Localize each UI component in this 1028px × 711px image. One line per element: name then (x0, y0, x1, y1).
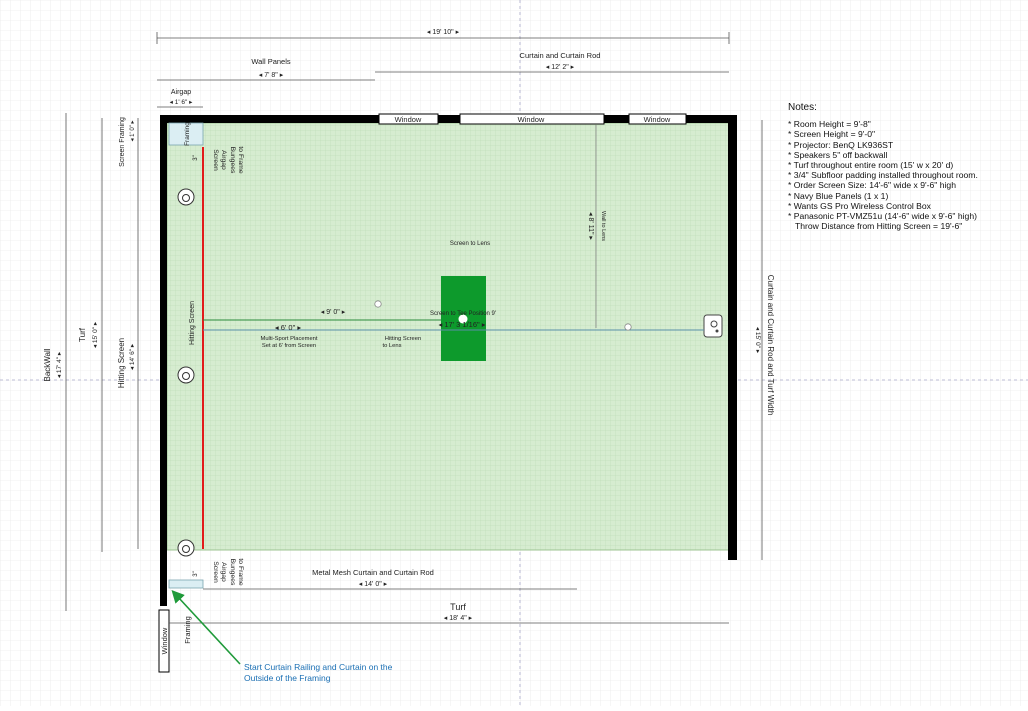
window-top-3-label: Window (644, 115, 671, 124)
screen-airgap-top-l3: Bungees (229, 147, 236, 174)
screen-airgap-bottom-l3: Bungees (229, 559, 236, 586)
note-item: * Speakers 5" off backwall (788, 149, 888, 160)
screen-framing-bottom (168, 579, 204, 589)
gap-bottom-value: 3" (193, 571, 199, 576)
framing-top-label: Framing (184, 122, 191, 146)
screen-airgap-bottom-l2: Airgap (220, 562, 227, 582)
screen-airgap-top-l1: Screen (212, 149, 219, 171)
screen-airgap-bottom-l4: to Frame (237, 558, 244, 585)
tee-position-marker (458, 314, 468, 324)
multisport-marker-1 (374, 300, 382, 308)
note-item: * Turf throughout entire room (15' w x 2… (788, 160, 954, 171)
turf-left-value: ◂ 15' 0" ▸ (92, 321, 99, 348)
curtain-rod-value: ◂ 12' 2" ▸ (546, 64, 575, 71)
mesh-curtain-value: ◂ 14' 0" ▸ (359, 581, 388, 588)
window-bottom (158, 609, 170, 673)
airgap-label: Airgap (171, 89, 191, 96)
right-width-label: Curtain and Curtain Rod and Turf Width (766, 275, 775, 416)
mesh-curtain-label: Metal Mesh Curtain and Curtain Rod (312, 568, 434, 577)
multisport-value: ◂ 6' 0" ▸ (275, 323, 301, 332)
hitting-screen-left-value: ◂ 14' 6" ▸ (129, 343, 136, 370)
curtain-rod-label: Curtain and Curtain Rod (520, 51, 601, 60)
backwall-value: ◂ 17' 4" ▸ (56, 351, 63, 378)
gap-top-value: 3" (193, 155, 199, 160)
framing-label: Framing (183, 616, 192, 644)
wall-panels-label: Wall Panels (251, 57, 291, 66)
notes-title: Notes: (788, 102, 817, 113)
top-wall (160, 115, 737, 123)
note-item: * Panasonic PT-VMZ51u (14'-6" wide x 9'-… (788, 211, 977, 222)
screen-to-tee-label: Screen to Tee Position 9' (430, 311, 496, 317)
turf-left-label: Turf (78, 327, 87, 342)
right-width-value: ◂ 15' 0" ▸ (754, 327, 761, 354)
window-bottom-label: Window (160, 627, 169, 654)
multisport-label-line2: Set at 6' from Screen (262, 343, 316, 349)
hitting-screen-vertical-label: Hitting Screen (189, 301, 196, 345)
multisport-marker-2 (624, 323, 632, 331)
screen-airgap-top-l4: to Frame (237, 146, 244, 173)
backwall-label: BackWall (43, 348, 52, 381)
window-top-1-label: Window (395, 115, 422, 124)
hitting-screen-left-label: Hitting Screen (117, 338, 126, 388)
window-top-2 (459, 113, 605, 125)
hitting-to-lens-label-line2: to Lens (382, 343, 401, 349)
annotation-line1: Start Curtain Railing and Curtain on the (244, 662, 393, 672)
screen-framing-label: Screen Framing (119, 117, 126, 167)
screen-framing-top (168, 122, 204, 146)
window-top-1 (378, 113, 439, 125)
screen-to-lens-value: ◂ 17' 3 1/16" ▸ (438, 320, 485, 329)
airgap-value: ◂ 1' 6" ▸ (170, 99, 193, 106)
tee-distance-value: ◂ 9' 0" ▸ (321, 309, 346, 316)
note-item: * 3/4" Subfloor padding installed throug… (788, 170, 978, 181)
wall-panels-value: ◂ 7' 8" ▸ (259, 72, 284, 79)
right-wall (728, 115, 737, 560)
note-item: * Wants GS Pro Wireless Control Box (788, 200, 931, 211)
wall-to-lens-value: ◂ 8' 11" ▸ (587, 212, 594, 240)
screen-airgap-top-l2: Airgap (220, 150, 227, 170)
speaker-icon-middle (177, 366, 195, 384)
note-item: Throw Distance from Hitting Screen = 19'… (788, 221, 963, 232)
overall-width-value: ◂ 19' 10" ▸ (427, 29, 460, 36)
note-item: * Room Height = 9'-8" (788, 119, 871, 130)
speaker-icon-bottom (177, 539, 195, 557)
annotation-arrow (171, 589, 241, 665)
note-item: * Order Screen Size: 14'-6" wide x 9'-6"… (788, 180, 956, 191)
speaker-icon-top (177, 188, 195, 206)
turf-bottom-label: Turf (450, 602, 466, 612)
screen-to-lens-label: Screen to Lens (450, 241, 490, 247)
annotation-line2: Outside of the Framing (244, 673, 331, 683)
projector-icon (703, 314, 723, 338)
note-item: * Projector: BenQ LK936ST (788, 139, 894, 150)
multisport-label-line1: Multi-Sport Placement (260, 336, 317, 342)
note-item: * Navy Blue Panels (1 x 1) (788, 190, 889, 201)
turf-bottom-value: ◂ 18' 4" ▸ (444, 615, 473, 622)
notes-panel: Notes: * Room Height = 9'-8" * Screen He… (788, 102, 978, 232)
screen-framing-value: ◂ 1' 0" ▸ (130, 121, 136, 142)
wall-to-lens-label: Wall to Lens (600, 211, 606, 241)
note-item: * Screen Height = 9'-0" (788, 129, 876, 140)
hitting-to-lens-label-line1: Hitting Screen (385, 336, 421, 342)
left-wall (160, 115, 167, 606)
window-top-3 (628, 113, 687, 125)
screen-airgap-bottom-l1: Screen (212, 561, 219, 583)
window-top-2-label: Window (518, 115, 545, 124)
